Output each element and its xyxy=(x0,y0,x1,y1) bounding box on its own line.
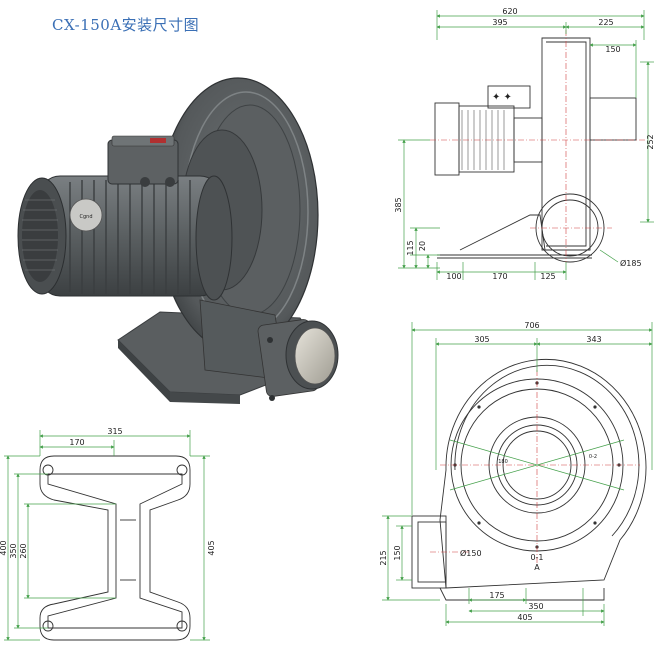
dim-front-405: 405 xyxy=(517,613,532,622)
dim-base-315: 315 xyxy=(107,427,122,436)
blower-photo: Cgnd xyxy=(17,77,339,404)
front-label-left: 180 xyxy=(498,459,508,465)
stand-outline xyxy=(459,214,546,251)
dim-front-215: 215 xyxy=(379,550,388,565)
dim-side-395: 395 xyxy=(492,18,507,27)
dim-front-outlet-diameter: Ø150 xyxy=(460,548,482,558)
dim-side-225: 225 xyxy=(598,18,613,27)
base-outline xyxy=(439,587,605,601)
housing-outline xyxy=(541,37,591,251)
dim-base-170: 170 xyxy=(69,438,84,447)
dim-front-706: 706 xyxy=(524,321,539,330)
base-view-drawing: 315 170 400 350 260 405 xyxy=(0,427,216,641)
dim-front-343: 343 xyxy=(586,335,601,344)
dim-front-150: 150 xyxy=(393,545,402,560)
dim-side-20: 20 xyxy=(418,241,427,251)
dim-front-350: 350 xyxy=(528,602,543,611)
dim-front-305: 305 xyxy=(474,335,489,344)
terminal-box-outline xyxy=(487,85,531,109)
dim-base-260: 260 xyxy=(19,543,28,558)
dim-side-150: 150 xyxy=(605,45,620,54)
dim-side-385: 385 xyxy=(394,197,403,212)
front-view-drawing: 706 305 343 215 150 Ø150 175 350 405 180… xyxy=(379,321,653,626)
dim-base-405: 405 xyxy=(207,540,216,555)
dim-front-175: 175 xyxy=(489,591,504,600)
dim-side-inlet-diameter: Ø185 xyxy=(620,258,642,268)
dim-side-100: 100 xyxy=(446,272,461,281)
motor-plate-text: Cgnd xyxy=(79,214,92,220)
dim-side-115: 115 xyxy=(406,240,415,255)
svg-text:✦ ✦: ✦ ✦ xyxy=(492,92,512,103)
side-view-drawing: ✦ ✦ xyxy=(394,7,655,281)
dim-side-170: 170 xyxy=(492,272,507,281)
motor-body-outline xyxy=(458,105,515,173)
dim-base-350: 350 xyxy=(9,543,18,558)
front-label-a: A xyxy=(534,563,540,572)
dim-base-400: 400 xyxy=(0,540,8,555)
dim-side-252: 252 xyxy=(646,134,655,149)
base-frame-outline xyxy=(39,455,191,641)
scroll-housing-outline xyxy=(439,358,647,589)
outlet-outline xyxy=(589,97,637,141)
dim-side-125: 125 xyxy=(540,272,555,281)
page-title: CX-150A安装尺寸图 xyxy=(52,16,200,34)
motor-fan-cover-outline xyxy=(434,102,460,176)
front-label-bottom: 0-1 xyxy=(530,553,543,562)
front-label-right: 0-2 xyxy=(589,454,597,460)
dim-side-620: 620 xyxy=(502,7,517,16)
